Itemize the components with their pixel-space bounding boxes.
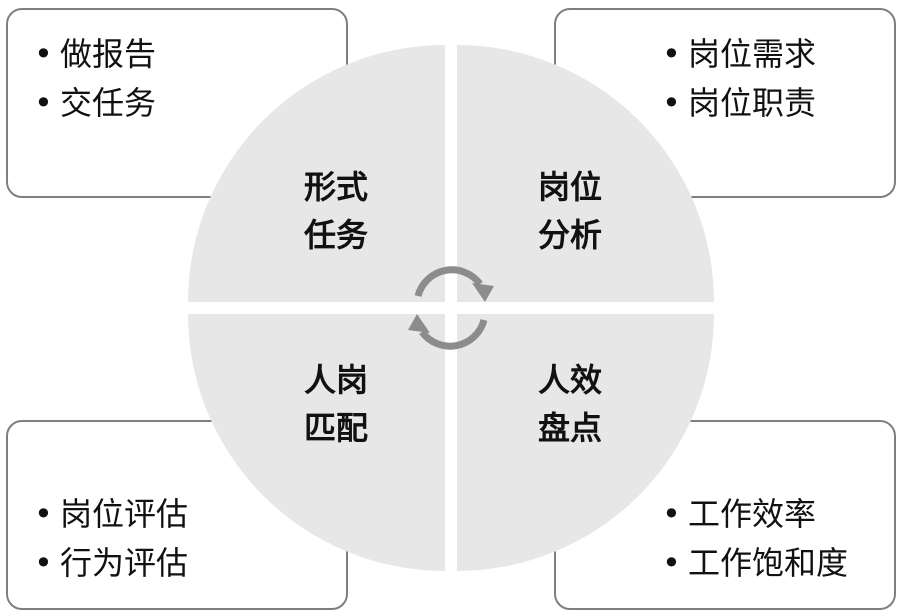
list-item: 岗位评估 xyxy=(34,490,188,539)
quadrant-label-bottom-right: 人效 盘点 xyxy=(510,356,630,452)
list-bottom-left: 岗位评估 行为评估 xyxy=(34,490,188,588)
list-item: 岗位需求 xyxy=(662,30,816,79)
quadrant-label-top-right: 岗位 分析 xyxy=(510,163,630,259)
quadrant-bottom-left xyxy=(188,314,445,571)
cycle-arrows-icon xyxy=(408,266,494,350)
cycle-arrowhead-upper xyxy=(472,283,494,302)
cycle-arrow-lower xyxy=(419,318,488,350)
quadrant-label-line: 人效 xyxy=(537,361,602,399)
quadrant-label-line: 盘点 xyxy=(537,409,602,447)
list-item: 做报告 xyxy=(34,30,156,79)
list-item: 交任务 xyxy=(34,79,156,128)
list-item: 工作效率 xyxy=(662,490,848,539)
quadrant-label-line: 匹配 xyxy=(303,409,368,447)
quadrant-top-left xyxy=(188,45,445,302)
quadrant-label-line: 形式 xyxy=(303,168,368,206)
list-item: 岗位职责 xyxy=(662,79,816,128)
list-top-right: 岗位需求 岗位职责 xyxy=(662,30,816,128)
quadrant-bottom-right xyxy=(457,314,714,571)
list-item: 行为评估 xyxy=(34,539,188,588)
list-bottom-right: 工作效率 工作饱和度 xyxy=(662,490,848,588)
quadrant-label-top-left: 形式 任务 xyxy=(276,163,396,259)
quadrant-top-right xyxy=(457,45,714,302)
list-item: 工作饱和度 xyxy=(662,539,848,588)
cycle-arrow-upper xyxy=(414,266,483,298)
cycle-arrowhead-lower xyxy=(408,314,430,333)
quadrant-label-line: 任务 xyxy=(303,216,368,254)
quadrant-label-bottom-left: 人岗 匹配 xyxy=(276,356,396,452)
list-top-left: 做报告 交任务 xyxy=(34,30,156,128)
quadrant-label-line: 人岗 xyxy=(303,361,368,399)
quadrant-label-line: 岗位 xyxy=(537,168,602,206)
quadrant-label-line: 分析 xyxy=(537,216,602,254)
